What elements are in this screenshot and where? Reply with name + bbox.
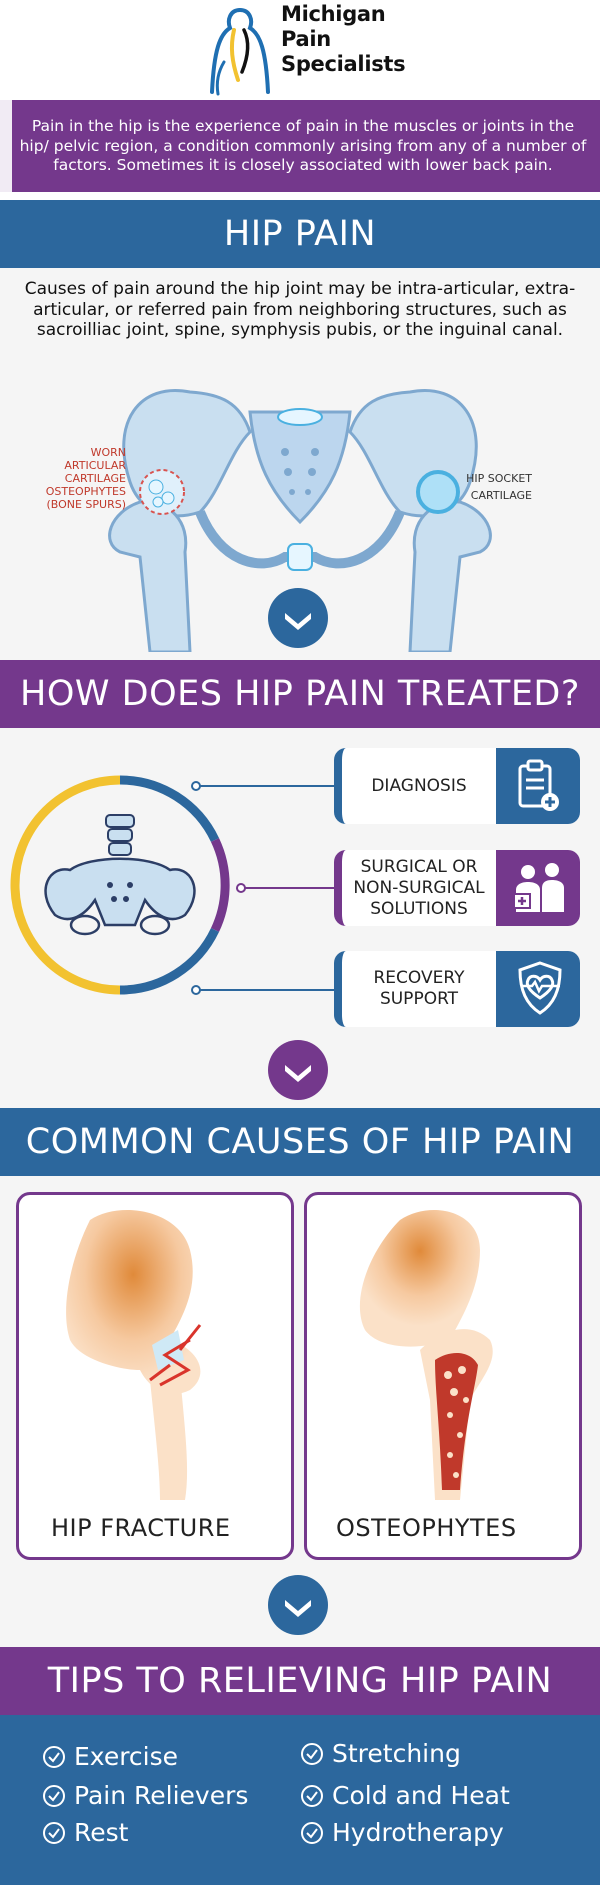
- tip-label: Stretching: [332, 1739, 461, 1768]
- check-circle-icon: [301, 1821, 323, 1844]
- chevron-down-icon: [285, 1600, 311, 1617]
- label-socket-cartilage: CARTILAGE: [470, 489, 532, 502]
- heart-shield-icon: [518, 961, 562, 1015]
- chevron-down-icon: [285, 613, 311, 630]
- label-worn: WORN: [90, 446, 126, 459]
- tip-item: Cold and Heat: [300, 1781, 510, 1810]
- logo-figure-icon: [210, 8, 270, 96]
- treatment-label-surgical: SURGICAL OR NON-SURGICAL SOLUTIONS: [353, 856, 485, 919]
- label-articular: ARTICULAR: [64, 459, 126, 472]
- tip-item: Pain Relievers: [42, 1781, 248, 1810]
- tip-label: Cold and Heat: [332, 1781, 510, 1810]
- tips-panel: [0, 1715, 600, 1885]
- treatment-label-recovery: RECOVERY SUPPORT: [373, 968, 465, 1009]
- treatment-ring-diagram: [10, 775, 230, 995]
- label-bone-spurs: (BONE SPURS): [46, 498, 126, 511]
- pelvis-illustration: [108, 389, 492, 652]
- intro-text: Pain in the hip is the experience of pai…: [19, 117, 587, 174]
- tip-item: Stretching: [300, 1739, 461, 1768]
- cause-label-osteophytes: OSTEOPHYTES: [336, 1514, 517, 1542]
- logo-line-3: Specialists: [281, 52, 406, 76]
- check-circle-icon: [301, 1742, 323, 1765]
- intro-banner: [0, 100, 600, 192]
- section-title-hip-pain: HIP PAIN: [0, 200, 600, 268]
- hip-fracture-illustration: [66, 1210, 202, 1500]
- tip-item: Exercise: [42, 1742, 178, 1771]
- check-circle-icon: [43, 1821, 65, 1844]
- check-circle-icon: [301, 1784, 323, 1807]
- tip-label: Rest: [74, 1818, 129, 1847]
- scroll-down-button-1[interactable]: [268, 588, 328, 648]
- chevron-down-icon: [285, 1065, 311, 1082]
- label-cartilage: CARTILAGE: [64, 472, 126, 485]
- scroll-down-button-2[interactable]: [268, 1040, 328, 1100]
- hip-socket-label: HIP SOCKET CARTILAGE: [460, 470, 532, 504]
- section-title-treatment: HOW DOES HIP PAIN TREATED?: [0, 660, 600, 728]
- treatment-label-diagnosis: DIAGNOSIS: [371, 775, 467, 796]
- check-circle-icon: [43, 1784, 65, 1807]
- label-osteophytes: OSTEOPHYTES: [45, 485, 126, 498]
- logo-text: Michigan Pain Specialists: [281, 2, 406, 77]
- check-circle-icon: [43, 1745, 65, 1768]
- hip-pain-description: Causes of pain around the hip joint may …: [24, 279, 576, 340]
- tip-label: Exercise: [74, 1742, 179, 1771]
- logo-line-2: Pain: [281, 27, 331, 51]
- section-title-causes: COMMON CAUSES OF HIP PAIN: [0, 1108, 600, 1176]
- osteophytes-illustration: [359, 1210, 493, 1500]
- tip-item: Hydrotherapy: [300, 1818, 504, 1847]
- clipboard-icon: [518, 759, 559, 811]
- label-hip-socket: HIP SOCKET: [466, 472, 532, 485]
- tip-label: Hydrotherapy: [332, 1818, 504, 1847]
- intro-accent: [0, 100, 12, 192]
- tip-item: Rest: [42, 1818, 128, 1847]
- scroll-down-button-3[interactable]: [268, 1575, 328, 1635]
- cause-label-hip-fracture: HIP FRACTURE: [51, 1514, 231, 1542]
- tip-label: Pain Relievers: [74, 1781, 249, 1810]
- logo-header: [0, 0, 600, 100]
- worn-cartilage-label: WORN ARTICULAR CARTILAGE OSTEOPHYTES (BO…: [30, 446, 126, 511]
- section-title-tips: TIPS TO RELIEVING HIP PAIN: [0, 1647, 600, 1715]
- connector-lines: [191, 781, 340, 995]
- logo-line-1: Michigan: [281, 2, 386, 26]
- doctor-patient-icon: [513, 863, 564, 912]
